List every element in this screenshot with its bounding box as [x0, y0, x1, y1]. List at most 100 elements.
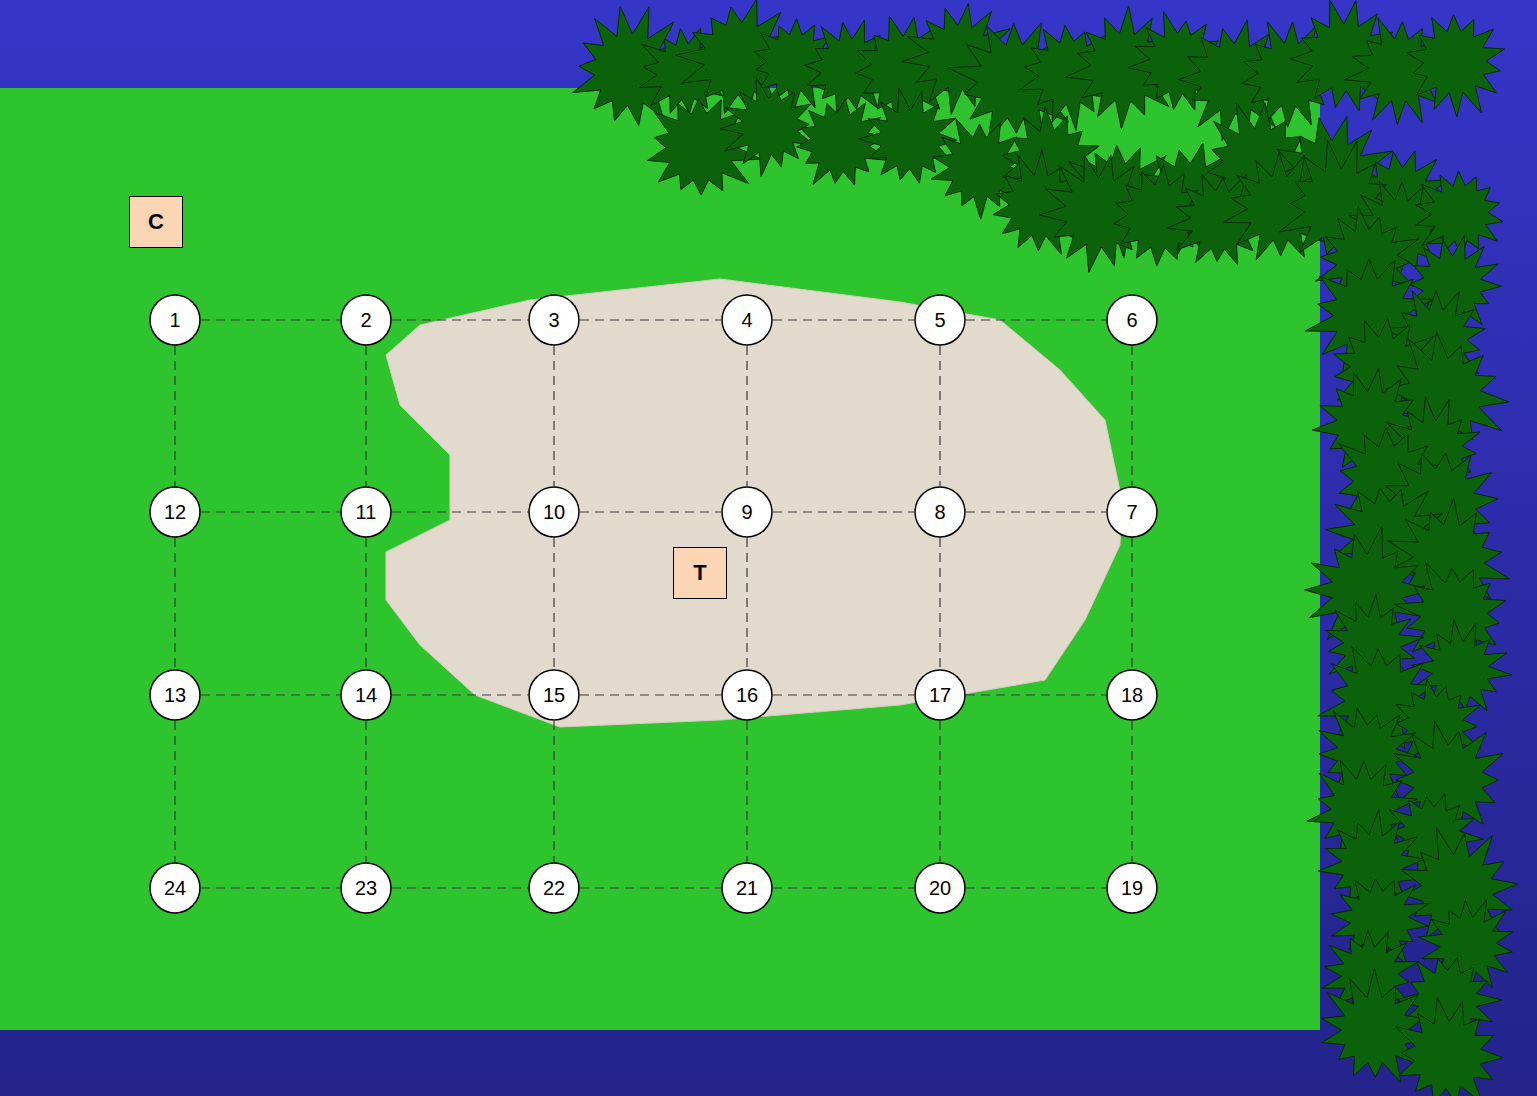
- sample-point: 2: [340, 294, 392, 346]
- grid-line: [201, 887, 340, 888]
- point-number: 19: [1121, 878, 1143, 898]
- point-circle: [529, 487, 579, 537]
- point-circle: [529, 295, 579, 345]
- tree-line: [573, 0, 1518, 1096]
- point-circle: [341, 863, 391, 913]
- point-number: 17: [929, 685, 951, 705]
- point-number: 9: [741, 502, 752, 522]
- grid-line: [966, 511, 1106, 512]
- grid-line: [1131, 346, 1132, 486]
- grid-line: [746, 721, 747, 862]
- point-circle: [1107, 295, 1157, 345]
- tree: [1416, 171, 1503, 256]
- grid-line: [773, 511, 914, 512]
- point-circle: [915, 670, 965, 720]
- point-number: 15: [543, 685, 565, 705]
- point-number: 23: [355, 878, 377, 898]
- sample-point: 19: [1106, 862, 1158, 914]
- sample-point: 10: [528, 486, 580, 538]
- point-number: 22: [543, 878, 565, 898]
- sample-point: 20: [914, 862, 966, 914]
- grid-line: [553, 721, 554, 862]
- sample-point: 4: [721, 294, 773, 346]
- point-circle: [915, 487, 965, 537]
- point-circle: [341, 670, 391, 720]
- grid-line: [746, 538, 747, 669]
- point-number: 13: [164, 685, 186, 705]
- grid-line: [174, 538, 175, 669]
- point-circle: [722, 295, 772, 345]
- point-number: 1: [169, 310, 180, 330]
- grid-line: [392, 694, 528, 695]
- tree: [858, 88, 956, 183]
- point-number: 10: [543, 502, 565, 522]
- sample-point: 9: [721, 486, 773, 538]
- grid-line: [966, 694, 1106, 695]
- point-circle: [915, 295, 965, 345]
- point-number: 24: [164, 878, 186, 898]
- grid-line: [174, 346, 175, 486]
- point-number: 3: [548, 310, 559, 330]
- point-number: 11: [356, 502, 377, 522]
- grid-line: [174, 721, 175, 862]
- marker-letter: C: [148, 211, 164, 233]
- point-circle: [722, 863, 772, 913]
- sample-point: 16: [721, 669, 773, 721]
- grid-line: [201, 319, 340, 320]
- grass-field: [0, 88, 1320, 1030]
- grid-line: [580, 887, 721, 888]
- sample-point: 5: [914, 294, 966, 346]
- point-circle: [722, 487, 772, 537]
- point-circle: [1107, 863, 1157, 913]
- point-circle: [1107, 670, 1157, 720]
- point-circle: [150, 295, 200, 345]
- sample-point: 8: [914, 486, 966, 538]
- tree: [1406, 15, 1504, 117]
- point-circle: [150, 487, 200, 537]
- sample-point: 17: [914, 669, 966, 721]
- point-number: 4: [741, 310, 752, 330]
- tree: [1395, 997, 1503, 1096]
- grid-line: [553, 346, 554, 486]
- grid-line: [201, 694, 340, 695]
- sample-point: 1: [149, 294, 201, 346]
- point-number: 12: [164, 502, 186, 522]
- grid-line: [773, 887, 914, 888]
- point-number: 8: [934, 502, 945, 522]
- sample-point: 12: [149, 486, 201, 538]
- grid-line: [392, 511, 528, 512]
- grid-line: [939, 538, 940, 669]
- point-number: 14: [355, 685, 377, 705]
- sample-point: 23: [340, 862, 392, 914]
- point-number: 2: [360, 310, 371, 330]
- point-number: 6: [1126, 310, 1137, 330]
- point-circle: [529, 863, 579, 913]
- point-circle: [150, 863, 200, 913]
- grid-line: [966, 319, 1106, 320]
- point-number: 21: [736, 878, 758, 898]
- grid-line: [939, 721, 940, 862]
- sample-point: 3: [528, 294, 580, 346]
- sample-point: 24: [149, 862, 201, 914]
- grid-line: [392, 319, 528, 320]
- grid-line: [746, 346, 747, 486]
- point-number: 7: [1126, 502, 1137, 522]
- sand-area: [386, 279, 1122, 727]
- grid-line: [365, 721, 366, 862]
- grid-line: [580, 319, 721, 320]
- point-circle: [722, 670, 772, 720]
- grid-line: [1131, 721, 1132, 862]
- grid-line: [553, 538, 554, 669]
- point-circle: [1107, 487, 1157, 537]
- sample-point: 11: [340, 486, 392, 538]
- tree: [1322, 969, 1424, 1083]
- sample-point: 13: [149, 669, 201, 721]
- marker-box: T: [673, 547, 727, 599]
- grid-line: [201, 511, 340, 512]
- grid-line: [365, 346, 366, 486]
- tree: [720, 78, 813, 177]
